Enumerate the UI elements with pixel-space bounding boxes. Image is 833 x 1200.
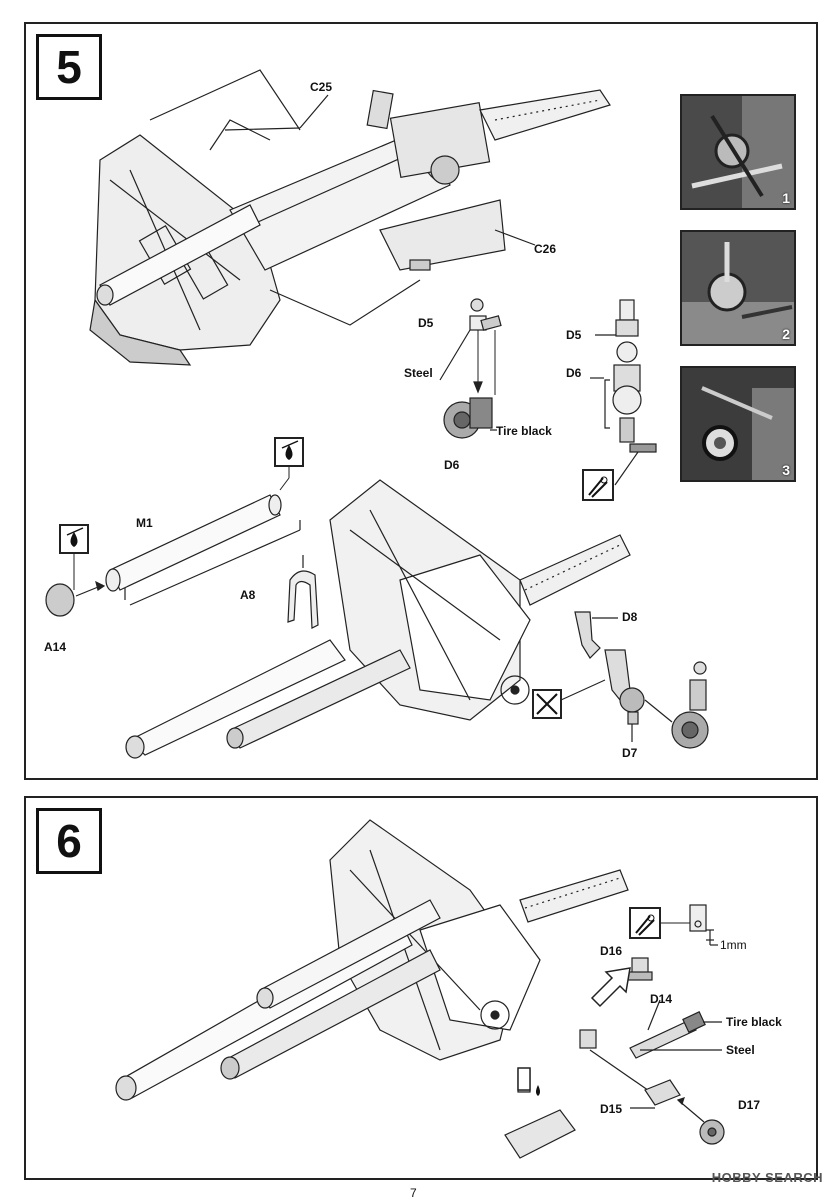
d5-d6-side-view: [590, 299, 657, 486]
label-c26: C26: [534, 242, 557, 256]
reference-photo-3: 3: [680, 366, 796, 482]
photo-2-number: 2: [782, 326, 790, 342]
label-d6-top: D6: [444, 458, 460, 472]
photo-2-image: [682, 232, 794, 344]
label-1mm: 1mm: [720, 938, 747, 952]
label-d6-side: D6: [566, 366, 582, 380]
photo-1-image: [682, 96, 794, 208]
step-6-number: 6: [36, 808, 102, 874]
label-d7: D7: [622, 746, 638, 760]
label-steel: Steel: [726, 1043, 755, 1057]
label-d14: D14: [650, 992, 673, 1006]
direction-arrow-icon: [590, 967, 631, 1008]
d14-part: [629, 999, 722, 1059]
label-tire-black: Tire black: [726, 1015, 782, 1029]
d5-d6-exploded: [439, 298, 502, 439]
assembled-carriage: [115, 819, 629, 1101]
reference-photo-1: 1: [680, 94, 796, 210]
one-mm-detail: [689, 904, 718, 946]
label-d16: D16: [600, 944, 623, 958]
reference-photo-2: 2: [680, 230, 796, 346]
page-number: 7: [410, 1186, 417, 1200]
label-a8: A8: [240, 588, 256, 602]
d16-part: [627, 957, 653, 981]
photo-1-number: 1: [782, 190, 790, 206]
no-glue-icon: [532, 679, 606, 719]
step-5-number: 5: [36, 34, 102, 100]
label-c25: C25: [310, 80, 333, 94]
label-m1: M1: [136, 516, 153, 530]
label-tire-black-top: Tire black: [496, 424, 552, 438]
lower-assembly: [45, 479, 709, 759]
nipper-cut-icon: [629, 907, 690, 939]
label-d5-top: D5: [418, 316, 434, 330]
label-d15: D15: [600, 1102, 623, 1116]
glue-drop-icon: [274, 437, 304, 491]
label-a14: A14: [44, 640, 67, 654]
nipper-cut-icon: [582, 469, 614, 501]
photo-3-number: 3: [782, 462, 790, 478]
watermark: HOBBY SEARCH: [711, 1170, 823, 1185]
d15-d17-parts: [504, 1029, 725, 1159]
label-d17: D17: [738, 1098, 761, 1112]
photo-3-image: [682, 368, 794, 480]
glue-drop-icon: [59, 524, 89, 590]
label-steel-top: Steel: [404, 366, 433, 380]
top-carriage-assembly: [89, 69, 611, 366]
label-d8: D8: [622, 610, 638, 624]
glue-drop-icon: [517, 1067, 540, 1096]
label-d5-side: D5: [566, 328, 582, 342]
